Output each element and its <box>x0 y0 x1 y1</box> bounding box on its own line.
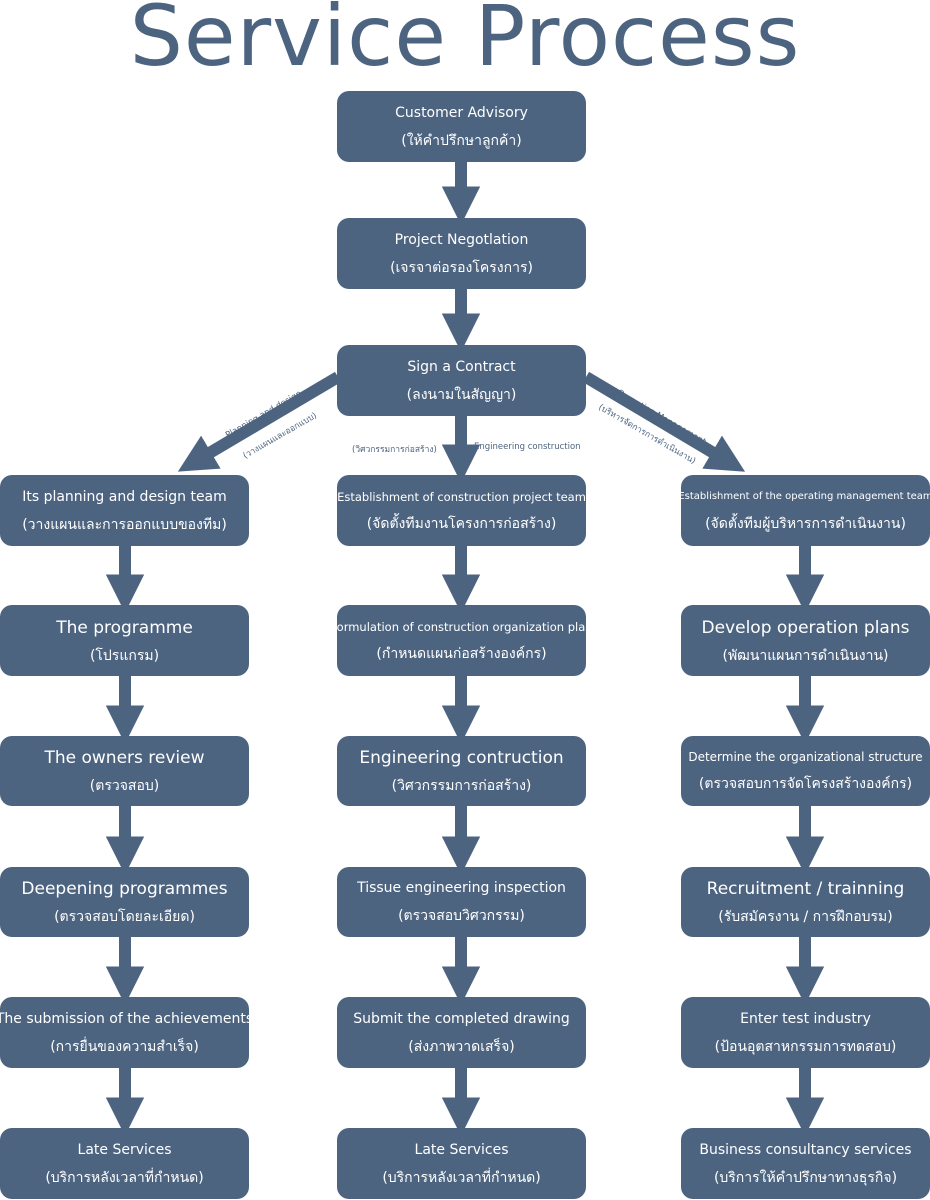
step-label: Its planning and design team <box>22 488 227 505</box>
step-label: Recruitment / trainning <box>706 879 905 899</box>
step-label: The programme <box>56 617 193 638</box>
left-step-4: Deepening programmes (ตรวจสอบโดยละเอียด) <box>0 867 249 937</box>
step-label-th: (โปรแกรม) <box>89 647 160 664</box>
step-label: The submission of the achievements <box>0 1010 254 1027</box>
mid-step-2: Formulation of construction organization… <box>330 605 593 676</box>
step-label-th: (พัฒนาแผนการดำเนินงาน) <box>722 647 889 664</box>
step-label-th: (ตรวจสอบโดยละเอียด) <box>54 909 195 925</box>
step-label: Project Negotlation <box>394 231 529 248</box>
arrow-contract-to-planning <box>177 371 342 472</box>
left-step-5: The submission of the achievements (การย… <box>0 997 253 1068</box>
mid-step-6: Late Services (บริการหลังเวลาที่กำหนด) <box>337 1128 586 1199</box>
step-label: Engineering contruction <box>359 748 564 768</box>
step-label-th: (บริการหลังเวลาที่กำหนด) <box>45 1169 204 1186</box>
step-label-th: (วิศวกรรมการก่อสร้าง) <box>391 778 532 794</box>
step-label-th: (จัดตั้งทีมผู้บริหารการดำเนินงาน) <box>705 515 906 532</box>
step-label: Enter test industry <box>740 1010 871 1027</box>
step-label-th: (ส่งภาพวาดเสร็จ) <box>408 1038 515 1055</box>
step-label: Late Services <box>414 1141 509 1158</box>
step-label-th: (บริการให้คำปรึกษาทางธุรกิจ) <box>713 1169 898 1186</box>
step-label-th: (ตรวจสอบ) <box>89 778 160 794</box>
step-label-th: (ให้คำปรึกษาลูกค้า) <box>401 132 522 149</box>
step-label: Establishment of the operating managemen… <box>678 490 930 502</box>
step-label: Formulation of construction organization… <box>330 619 593 634</box>
right-step-4: Recruitment / trainning (รับสมัครงาน / ก… <box>681 867 930 937</box>
step-sign-contract: Sign a Contract (ลงนามในสัญญา) <box>337 345 586 416</box>
step-label-th: (เจรจาต่อรองโครงการ) <box>390 259 533 276</box>
right-step-6: Business consultancy services (บริการให้… <box>681 1128 930 1199</box>
step-label-th: (ตรวจสอบวิศวกรรม) <box>398 908 525 924</box>
step-label-th: (กำหนดแผนก่อสร้างองค์กร) <box>376 645 547 662</box>
step-label: Determine the organizational structure <box>688 750 923 764</box>
step-label: Business consultancy services <box>699 1141 912 1158</box>
mid-step-1: Establishment of construction project te… <box>337 475 586 546</box>
step-label-th: (การยื่นของความสำเร็จ) <box>50 1038 199 1055</box>
left-step-3: The owners review (ตรวจสอบ) <box>0 736 249 806</box>
arrow-contract-to-operation <box>582 371 746 472</box>
step-label: Develop operation plans <box>701 617 910 638</box>
step-label: Customer Advisory <box>395 104 528 121</box>
label-engineering-construction: Engineering construction <box>474 442 581 452</box>
step-label-th: (ลงนามในสัญญา) <box>406 386 517 403</box>
left-step-2: The programme (โปรแกรม) <box>0 605 249 676</box>
step-label-th: (วางแผนและการออกแบบของทีม) <box>22 516 227 533</box>
step-label-th: (บริการหลังเวลาที่กำหนด) <box>382 1169 541 1186</box>
step-label: Establishment of construction project te… <box>337 489 586 504</box>
step-label: Submit the completed drawing <box>353 1010 570 1027</box>
left-step-1: Its planning and design team (วางแผนและก… <box>0 475 249 546</box>
step-project-negotiation: Project Negotlation (เจรจาต่อรองโครงการ) <box>337 218 586 289</box>
step-label-th: (จัดตั้งทีมงานโครงการก่อสร้าง) <box>366 515 557 532</box>
step-label-th: (ป้อนอุตสาหกรรมการทดสอบ) <box>714 1038 897 1055</box>
step-label: Deepening programmes <box>21 879 228 899</box>
left-step-6: Late Services (บริการหลังเวลาที่กำหนด) <box>0 1128 249 1199</box>
mid-step-5: Submit the completed drawing (ส่งภาพวาดเ… <box>337 997 586 1068</box>
right-step-2: Develop operation plans (พัฒนาแผนการดำเน… <box>681 605 930 676</box>
step-label: Late Services <box>77 1141 172 1158</box>
label-engineering-th: (วิศวกรรมการก่อสร้าง) <box>352 445 437 455</box>
step-label: Sign a Contract <box>407 358 516 375</box>
step-label-th: (รับสมัครงาน / การฝึกอบรม) <box>718 909 893 925</box>
step-label: The owners review <box>44 748 205 768</box>
step-label: Tissue engineering inspection <box>357 880 566 896</box>
mid-step-3: Engineering contruction (วิศวกรรมการก่อส… <box>337 736 586 806</box>
step-customer-advisory: Customer Advisory (ให้คำปรึกษาลูกค้า) <box>337 91 586 162</box>
step-label-th: (ตรวจสอบการจัดโครงสร้างองค์กร) <box>698 776 913 792</box>
mid-step-4: Tissue engineering inspection (ตรวจสอบวิ… <box>337 867 586 937</box>
right-step-3: Determine the organizational structure (… <box>681 736 930 806</box>
right-step-5: Enter test industry (ป้อนอุตสาหกรรมการทด… <box>681 997 930 1068</box>
right-step-1: Establishment of the operating managemen… <box>678 475 930 546</box>
page-title: Service Process <box>129 0 801 85</box>
